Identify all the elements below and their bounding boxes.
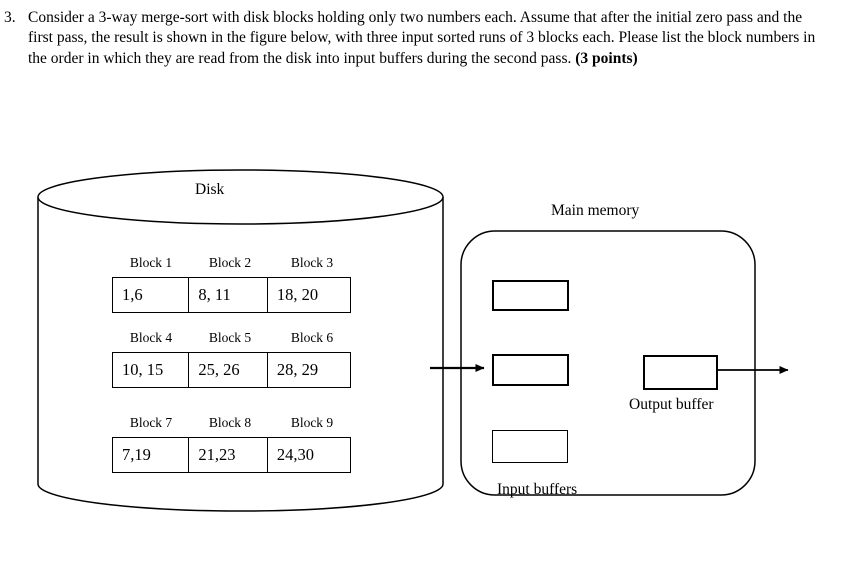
input-buffers-label: Input buffers	[497, 481, 578, 498]
disk-block-row-3: 7,19 21,23 24,30	[112, 437, 351, 473]
disk-block-cell: 28, 29	[266, 352, 351, 388]
input-buffer-2	[492, 354, 569, 386]
disk-label: Disk	[195, 181, 225, 198]
disk-block-cell: 8, 11	[188, 277, 269, 313]
block-label: Block 8	[208, 415, 252, 430]
question-number: 3.	[4, 9, 16, 26]
disk-block-row-1: 1,6 8, 11 18, 20	[112, 277, 351, 313]
block-label: Block 3	[290, 255, 334, 270]
disk-block-cell: 25, 26	[188, 352, 269, 388]
block-label-row-3: Block 7 Block 8 Block 9	[112, 415, 354, 431]
question-points: (3 points)	[575, 49, 638, 67]
block-label: Block 9	[290, 415, 334, 430]
block-label: Block 7	[129, 415, 173, 430]
disk-block-cell: 10, 15	[112, 352, 190, 388]
block-label-row-1: Block 1 Block 2 Block 3	[112, 255, 354, 271]
output-buffer-label: Output buffer	[629, 396, 714, 413]
input-buffer-1	[492, 280, 569, 311]
main-memory-label: Main memory	[551, 202, 640, 219]
disk-block-cell: 21,23	[188, 437, 269, 473]
block-label: Block 2	[208, 255, 252, 270]
block-label: Block 1	[129, 255, 173, 270]
output-buffer-1	[643, 355, 718, 390]
block-label-row-2: Block 4 Block 5 Block 6	[112, 330, 354, 346]
disk-block-row-2: 10, 15 25, 26 28, 29	[112, 352, 351, 388]
block-label: Block 5	[208, 330, 252, 345]
question-text: Consider a 3-way merge-sort with disk bl…	[28, 8, 818, 69]
disk-block-cell: 18, 20	[266, 277, 351, 313]
disk-block-cell: 1,6	[112, 277, 190, 313]
block-label: Block 6	[290, 330, 334, 345]
block-label: Block 4	[129, 330, 173, 345]
input-buffer-3	[492, 430, 568, 463]
disk-cylinder	[37, 169, 444, 512]
question-body: Consider a 3-way merge-sort with disk bl…	[28, 9, 816, 67]
question-block: 3. Consider a 3-way merge-sort with disk…	[0, 4, 828, 104]
disk-block-cell: 7,19	[112, 437, 190, 473]
disk-block-cell: 24,30	[266, 437, 351, 473]
